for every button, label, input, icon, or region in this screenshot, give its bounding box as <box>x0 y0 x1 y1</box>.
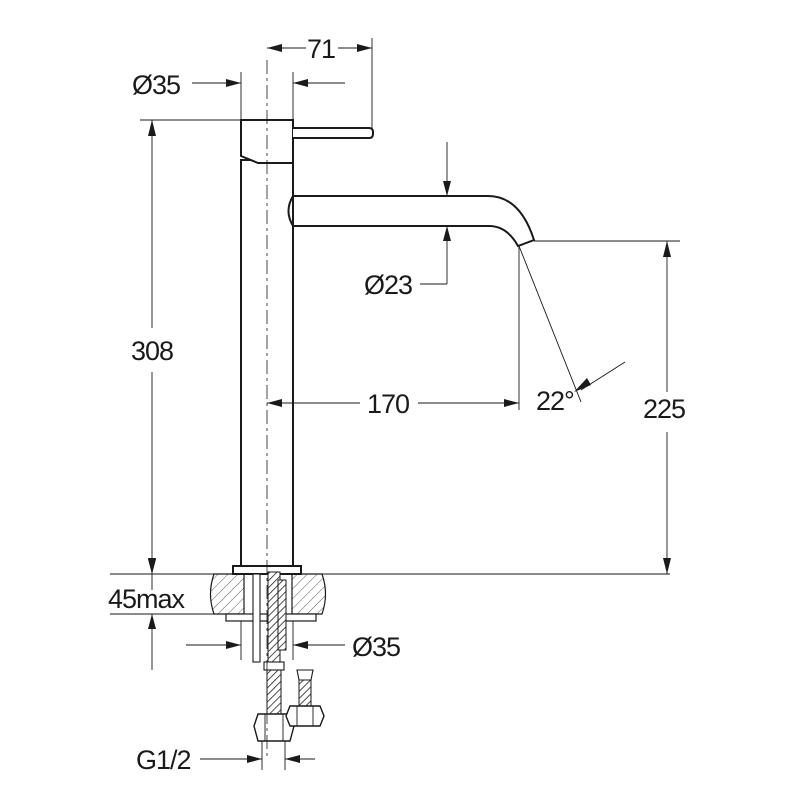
dim-body-diameter-label: Ø35 <box>132 70 180 100</box>
nut-right <box>285 705 325 727</box>
spout <box>287 195 536 248</box>
counter-hatch-left <box>209 573 245 615</box>
dim-connection-thread: G1/2 <box>136 741 315 775</box>
mounting-rod <box>252 573 261 663</box>
dim-deck-thickness: 45max <box>108 559 214 670</box>
hose-right-upper <box>277 579 287 651</box>
dim-spout-angle: 22° <box>518 245 626 416</box>
dim-45max-label: 45max <box>108 584 186 614</box>
dim-spout-diameter: Ø23 <box>364 142 451 300</box>
handle-cap-joint <box>240 155 259 164</box>
faucet-body <box>232 119 536 575</box>
dim-170-label: 170 <box>367 389 409 419</box>
hose-right-ferrule <box>296 669 314 681</box>
dim-body-diameter: Ø35 <box>132 70 345 120</box>
hose-left-lower <box>266 667 282 715</box>
dim-g12-label: G1/2 <box>136 745 191 775</box>
dim-mounting-diameter-label: Ø35 <box>352 632 400 662</box>
dim-23-label: Ø23 <box>364 270 412 300</box>
fitting-collar-left <box>263 661 285 671</box>
counter-hatch-right <box>291 573 327 615</box>
spout-tip-edge <box>517 239 535 247</box>
dim-handle-reach: 71 <box>267 34 373 128</box>
dim-22-label: 22° <box>536 386 574 416</box>
dim-total-height: 308 <box>131 119 241 574</box>
dim-spout-reach: 170 <box>267 246 520 419</box>
connection-assembly <box>252 571 325 742</box>
lever-handle <box>293 127 374 139</box>
dim-225-label: 225 <box>643 394 685 424</box>
dim-mounting-diameter: Ø35 <box>186 621 401 662</box>
dim-71-label: 71 <box>307 34 335 64</box>
dim-spout-height: 225 <box>534 240 686 574</box>
dim-308-label: 308 <box>131 336 173 366</box>
